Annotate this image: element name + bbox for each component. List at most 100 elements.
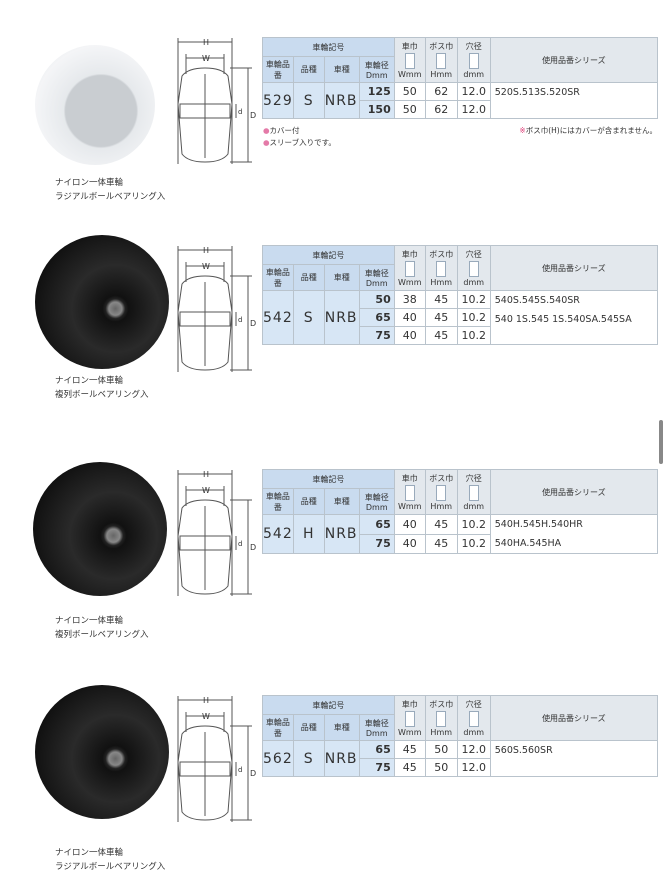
diameter: 75 — [358, 326, 395, 345]
series-item: 560S.560SR — [494, 745, 553, 756]
wheel-photo — [35, 685, 169, 819]
boss-width: 45 — [424, 308, 458, 327]
wheel-photo — [35, 235, 169, 369]
dim-H-label: H — [203, 38, 209, 47]
boss-width: 45 — [424, 533, 458, 554]
width: 50 — [393, 82, 426, 101]
header-diameter: 車輪径Dmm — [358, 714, 395, 741]
header-wheel-no: 車輪品番 — [262, 264, 294, 291]
wheel-photo — [33, 462, 167, 596]
caption-line: ラジアルボールベアリング入 — [55, 192, 166, 202]
header-series: 使用品番シリーズ — [489, 469, 659, 515]
asterisk-icon: ※ — [519, 126, 526, 135]
header-type: 品種 — [292, 488, 325, 515]
wheel-no: 562 — [262, 740, 294, 777]
bore: 10.2 — [456, 326, 491, 345]
caption-line: 複列ボールベアリング入 — [55, 390, 149, 400]
header-code-group: 車輪記号 — [262, 37, 395, 57]
dim-H-label: H — [203, 246, 209, 255]
width: 50 — [393, 100, 426, 119]
width: 40 — [393, 514, 426, 535]
kind: NRB — [323, 290, 360, 345]
boss-width: 50 — [424, 758, 458, 777]
caption-line: ナイロン一体車輪 — [55, 848, 124, 858]
table-row: 75 45 50 12.0 — [263, 758, 658, 777]
product-caption: ナイロン一体車輪複列ボールベアリング入 — [55, 614, 149, 642]
type: S — [292, 82, 325, 119]
header-type: 品種 — [292, 56, 325, 83]
header-type: 品種 — [292, 714, 325, 741]
series-cell: 560S.560SR — [489, 740, 659, 777]
boss-width: 45 — [424, 326, 458, 345]
header-kind: 車種 — [323, 488, 360, 515]
width: 45 — [393, 758, 426, 777]
diameter: 75 — [358, 758, 395, 777]
caption-line: ナイロン一体車輪 — [55, 616, 124, 626]
table-row: 65 40 45 10.2 — [263, 308, 658, 327]
header-kind: 車種 — [323, 56, 360, 83]
header-diameter: 車輪径Dmm — [358, 488, 395, 515]
header-series: 使用品番シリーズ — [489, 245, 659, 291]
diameter: 150 — [358, 100, 395, 119]
dim-H-label: H — [203, 470, 209, 479]
dimension-diagram: H W d D — [177, 696, 256, 822]
diameter: 65 — [358, 308, 395, 327]
wheel-no: 542 — [262, 514, 294, 554]
product-caption: ナイロン一体車輪ラジアルボールベアリング入 — [55, 176, 165, 204]
width: 38 — [393, 290, 426, 309]
dim-W-label: W — [202, 262, 210, 271]
header-series: 使用品番シリーズ — [489, 695, 659, 741]
dimension-diagram: H W d D — [177, 470, 256, 596]
dim-W-label: W — [202, 712, 210, 721]
kind: NRB — [323, 514, 360, 554]
dim-d-label: d — [238, 108, 242, 116]
wheel-no: 529 — [262, 82, 294, 119]
dim-W-label: W — [202, 54, 210, 63]
series-cell: 520S.513S.520SR — [489, 82, 659, 119]
header-wheel-no: 車輪品番 — [262, 714, 294, 741]
header-series: 使用品番シリーズ — [489, 37, 659, 83]
width: 45 — [393, 740, 426, 759]
bore: 12.0 — [456, 82, 491, 101]
header-wheel-no: 車輪品番 — [262, 56, 294, 83]
kind: NRB — [323, 740, 360, 777]
note: ●カバー付 — [263, 126, 300, 135]
width: 40 — [393, 326, 426, 345]
boss-width: 62 — [424, 100, 458, 119]
caption-line: ナイロン一体車輪 — [55, 376, 124, 386]
dim-d-label: d — [238, 540, 242, 548]
width: 40 — [393, 308, 426, 327]
series-item: 540H.545H.540HR — [494, 519, 583, 530]
boss-width: 45 — [424, 290, 458, 309]
series-item: 520S.513S.520SR — [494, 87, 580, 98]
dim-D-label: D — [250, 111, 256, 120]
header-kind: 車種 — [323, 714, 360, 741]
header-code-group: 車輪記号 — [262, 695, 395, 715]
wheel-photo — [35, 45, 155, 165]
bore: 10.2 — [456, 308, 491, 327]
header-wheel-no: 車輪品番 — [262, 488, 294, 515]
scrollbar[interactable] — [659, 420, 663, 464]
remark: ※ボス巾(H)にはカバーが含まれません。 — [519, 126, 657, 135]
kind: NRB — [323, 82, 360, 119]
caption-line: ラジアルボールベアリング入 — [55, 862, 166, 872]
type: H — [292, 514, 325, 554]
series-item: 540 1S.545 1S.540SA.545SA — [494, 314, 632, 325]
series-item: 540HA.545HA — [494, 538, 562, 549]
caption-line: 複列ボールベアリング入 — [55, 630, 149, 640]
bore: 12.0 — [456, 740, 491, 759]
header-diameter: 車輪径Dmm — [358, 56, 395, 83]
